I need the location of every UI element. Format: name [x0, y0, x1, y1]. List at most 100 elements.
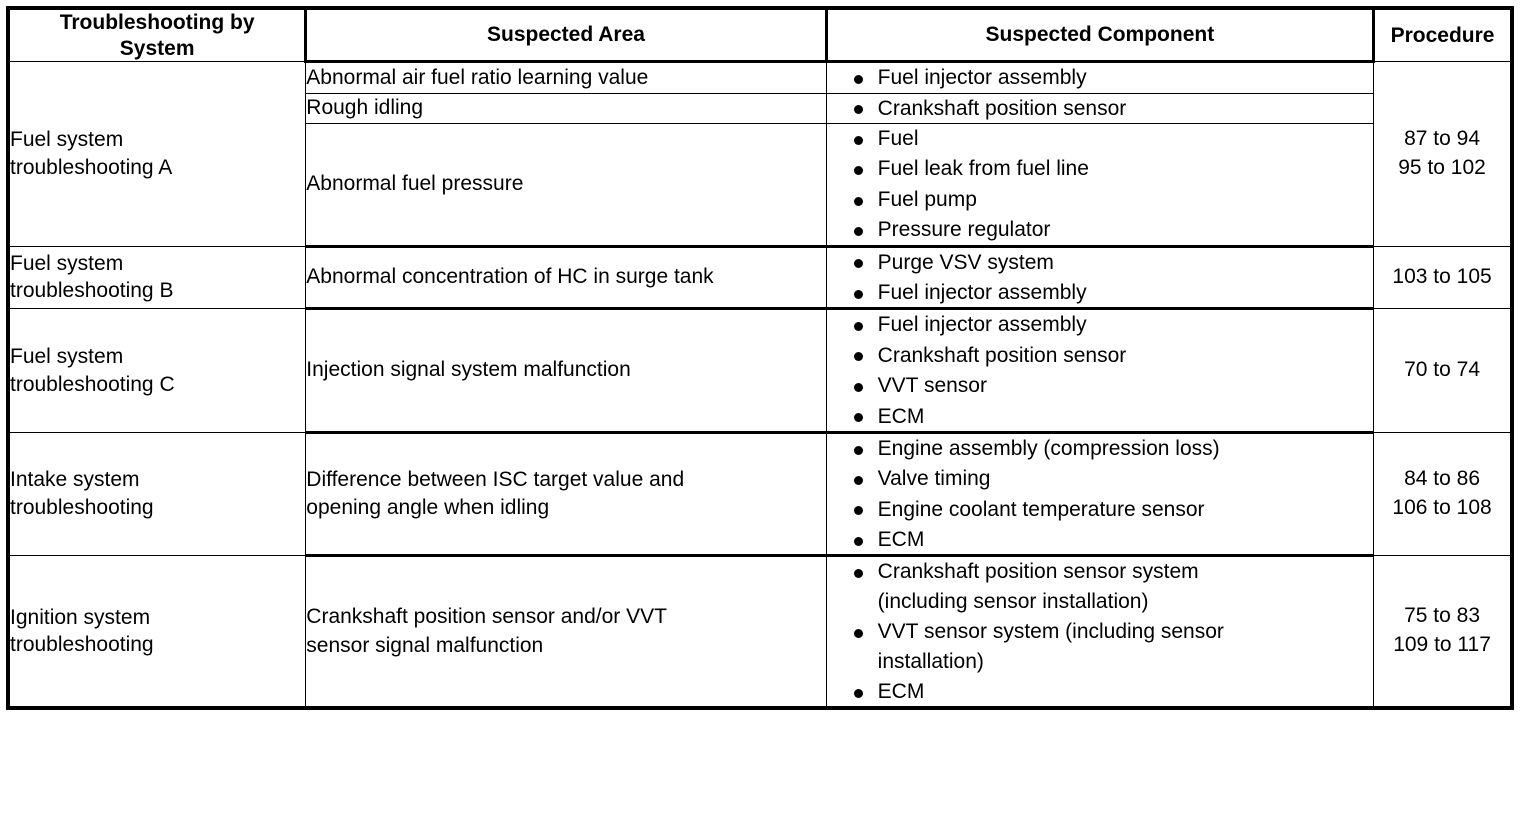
cell-suspected-area: Difference between ISC target value and o…	[305, 430, 827, 558]
table-header: Troubleshooting by System Suspected Area…	[7, 7, 1513, 63]
component-label: Valve timing	[877, 467, 991, 491]
component-label: Crankshaft position sensor	[877, 343, 1127, 367]
component-label: Fuel injector assembly	[877, 66, 1087, 90]
bullet-dot-icon	[853, 445, 863, 455]
component-list: Crankshaft position sensor system(includ…	[827, 557, 1373, 706]
bullet-dot-icon	[853, 135, 863, 145]
cell-procedure: 70 to 74	[1373, 308, 1513, 433]
component-label: Pressure regulator	[877, 218, 1051, 242]
suspected-area-line: Abnormal fuel pressure	[306, 172, 524, 195]
bullet-dot-icon	[853, 105, 863, 115]
cell-troubleshooting-system: Fuel system troubleshooting A	[7, 61, 307, 247]
component-list-item: Pressure regulator	[827, 215, 1373, 244]
troubleshooting-table: Troubleshooting by System Suspected Area…	[6, 6, 1514, 711]
bullet-dot-icon	[853, 413, 863, 423]
column-header-system: Troubleshooting by System	[7, 7, 308, 63]
component-label: Fuel	[877, 127, 919, 150]
bullet-dot-icon	[853, 166, 863, 176]
component-label: Crankshaft position sensor system(includ…	[877, 560, 1199, 613]
bullet-dot-icon	[853, 629, 863, 638]
component-list-item: Fuel pump	[827, 185, 1373, 214]
cell-suspected-component: Engine assembly (compression loss) Valve …	[825, 430, 1375, 558]
component-list-item: Fuel injector assembly	[827, 278, 1373, 307]
component-list-item: Fuel leak from fuel line	[827, 154, 1373, 183]
component-list-item: Purge VSV system	[827, 248, 1373, 277]
component-list-item: Fuel injector assembly	[827, 63, 1373, 92]
cell-troubleshooting-system: Fuel system troubleshooting C	[7, 308, 307, 433]
component-list-item: VVT sensor	[827, 371, 1373, 400]
suspected-area-line: opening angle when idling	[306, 496, 550, 520]
cell-suspected-area: Injection signal system malfunction	[305, 307, 827, 434]
component-list: Fuel injector assembly	[827, 63, 1373, 92]
cell-suspected-component: Crankshaft position sensor system(includ…	[825, 554, 1375, 710]
bullet-dot-icon	[853, 536, 863, 546]
bullet-dot-icon	[853, 506, 863, 516]
component-label: Purge VSV system	[877, 250, 1054, 274]
cell-procedure: 87 to 94 95 to 102	[1373, 61, 1513, 247]
bullet-dot-icon	[853, 196, 863, 206]
cell-suspected-area: Abnormal fuel pressure	[305, 123, 827, 248]
bullet-dot-icon	[853, 259, 863, 269]
suspected-area-line: Injection signal system malfunction	[306, 358, 631, 382]
component-label: ECM	[877, 680, 925, 704]
component-list-item: ECM	[827, 402, 1373, 431]
component-label: Fuel leak from fuel line	[877, 157, 1089, 181]
cell-suspected-area: Abnormal air fuel ratio learning value	[305, 60, 827, 94]
component-list-item: Crankshaft position sensor	[827, 94, 1373, 123]
component-list-item: ECM	[827, 525, 1373, 554]
component-label: VVT sensor	[877, 374, 987, 398]
component-label: Fuel injector assembly	[877, 313, 1087, 337]
component-label: Engine assembly (compression loss)	[877, 436, 1220, 460]
component-list: Engine assembly (compression loss) Valve …	[827, 434, 1373, 555]
component-list-item: Fuel	[827, 124, 1373, 153]
component-list-item: Engine coolant temperature sensor	[827, 495, 1373, 524]
suspected-area-line: Rough idling	[306, 96, 424, 120]
component-label: ECM	[877, 404, 925, 428]
suspected-area-line: Difference between ISC target value and	[306, 467, 685, 491]
suspected-area-line: sensor signal malfunction	[306, 633, 544, 657]
column-header-procedure: Procedure	[1373, 7, 1513, 63]
bullet-dot-icon	[853, 322, 863, 332]
component-list-item: Crankshaft position sensor system(includ…	[827, 557, 1373, 616]
cell-troubleshooting-system: Ignition system troubleshooting	[7, 555, 307, 709]
cell-troubleshooting-system: Intake system troubleshooting	[7, 431, 307, 557]
cell-troubleshooting-system: Fuel system troubleshooting B	[7, 245, 307, 310]
cell-procedure: 84 to 86 106 to 108	[1373, 431, 1513, 557]
cell-procedure: 75 to 83 109 to 117	[1373, 555, 1513, 709]
bullet-dot-icon	[853, 289, 863, 299]
bullet-dot-icon	[853, 688, 863, 698]
component-list: Crankshaft position sensor	[827, 94, 1373, 123]
bullet-dot-icon	[853, 74, 863, 84]
component-label: Fuel pump	[877, 187, 977, 211]
component-list-item: Fuel injector assembly	[827, 310, 1373, 339]
bullet-dot-icon	[853, 352, 863, 362]
cell-suspected-area: Abnormal concentration of HC in surge ta…	[305, 244, 827, 311]
component-list-item: Engine assembly (compression loss)	[827, 434, 1373, 463]
bullet-dot-icon	[853, 569, 863, 579]
component-list-item: Valve timing	[827, 464, 1373, 493]
component-list-item: Crankshaft position sensor	[827, 341, 1373, 370]
component-label: Crankshaft position sensor	[877, 96, 1127, 120]
column-header-suspected-area: Suspected Area	[305, 7, 828, 63]
component-label: Fuel injector assembly	[877, 280, 1087, 304]
component-list-item: ECM	[827, 677, 1373, 706]
bullet-dot-icon	[853, 226, 863, 236]
cell-suspected-area: Rough idling	[305, 92, 827, 125]
cell-suspected-component: Fuel injector assembly	[825, 60, 1375, 94]
